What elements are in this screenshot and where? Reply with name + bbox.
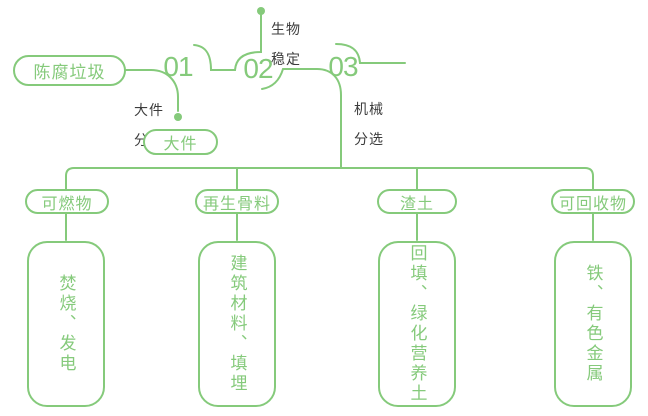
- branch-bus: [65, 167, 594, 190]
- wire-03-outgoing: [335, 43, 406, 64]
- bulk-item-pill: 大件: [143, 129, 218, 155]
- step-number-01: 01: [163, 51, 193, 82]
- result-box-backfill-greening-soil: 回填、绿化营养土: [378, 241, 456, 407]
- bio-stem-dot: [257, 7, 265, 15]
- bulk-drop-dot: [174, 113, 182, 121]
- step-label-bio-stabilization: 生物 稳定: [271, 7, 301, 82]
- wire-01-to-02-and-bio-stem: [193, 14, 262, 71]
- source-pill-label: 陈腐垃圾: [33, 63, 106, 82]
- step-label-line: 大件: [134, 102, 164, 118]
- category-label: 再生骨料: [202, 195, 271, 213]
- step-label-line: 生物: [271, 21, 301, 37]
- wire-source-to-bulk: [125, 69, 179, 112]
- category-label: 可回收物: [558, 195, 627, 213]
- result-text: 回填、绿化营养土: [407, 244, 427, 404]
- result-box-incineration-power: 焚烧、发电: [27, 241, 105, 407]
- category-pill-combustibles: 可燃物: [25, 189, 109, 214]
- wire-02-to-03-and-feed: [261, 68, 342, 168]
- source-pill: 陈腐垃圾: [13, 55, 126, 86]
- bulk-item-label: 大件: [163, 136, 198, 153]
- step-label-line: 稳定: [271, 51, 301, 67]
- step-number-03: 03: [328, 51, 358, 82]
- step-label-line: 分选: [354, 131, 384, 147]
- step-label-line: 机械: [354, 101, 384, 117]
- result-box-building-materials-landfill: 建筑材料、填埋: [198, 241, 276, 407]
- result-text: 建筑材料、填埋: [227, 254, 247, 394]
- step-number-02: 02: [243, 53, 273, 84]
- category-pill-recycled-aggregate: 再生骨料: [195, 189, 279, 214]
- result-box-iron-nonferrous-metals: 铁、有色金属: [554, 241, 632, 407]
- category-pill-slag-soil: 渣土: [377, 189, 457, 214]
- category-label: 可燃物: [41, 195, 93, 213]
- result-text: 焚烧、发电: [56, 274, 76, 374]
- category-pill-recyclables: 可回收物: [551, 189, 635, 214]
- result-text: 铁、有色金属: [583, 264, 603, 384]
- category-label: 渣土: [399, 195, 434, 213]
- step-label-mechanical-sorting: 机械 分选: [354, 87, 384, 162]
